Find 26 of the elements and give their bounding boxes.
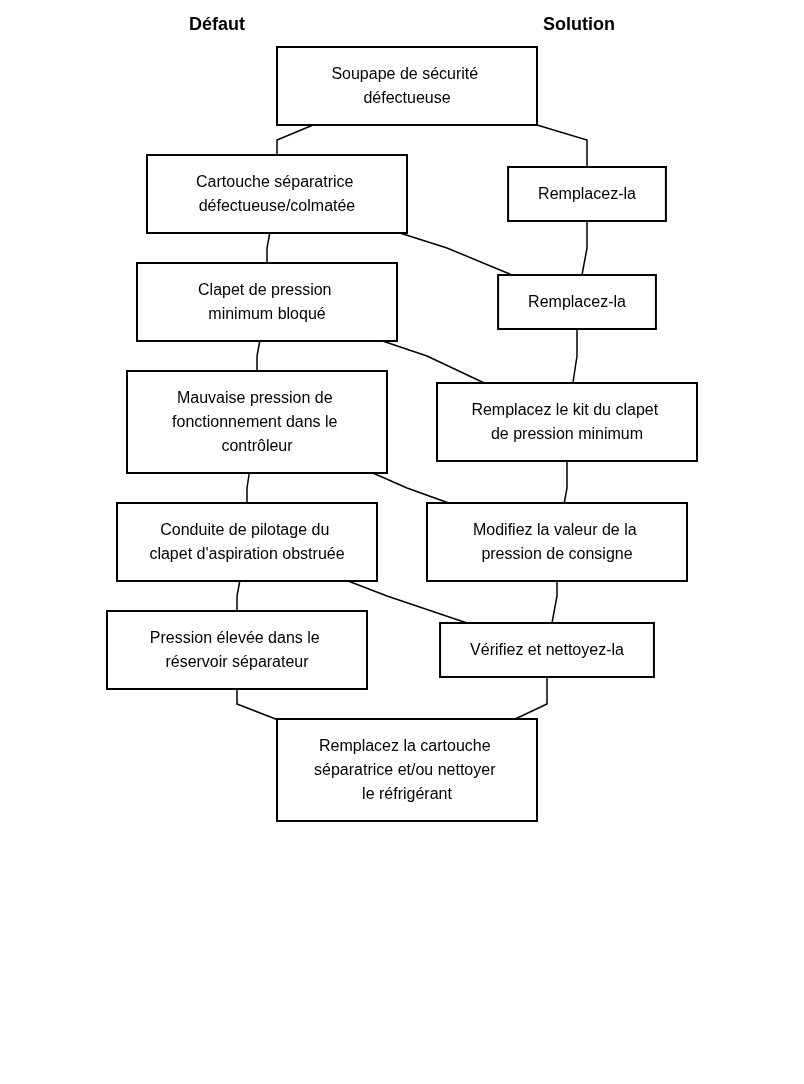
column-heading: Défaut — [189, 14, 245, 35]
node-box: Mauvaise pression de fonctionnement dans le contrôleur — [126, 370, 388, 474]
node-box: Vérifiez et nettoyez-la — [439, 622, 655, 678]
node-box: Cartouche séparatrice défectueuse/colmatée — [146, 154, 408, 234]
node-box: Clapet de pression minimum bloqué — [136, 262, 398, 342]
connector — [372, 472, 450, 504]
node-box: Remplacez le kit du clapet de pression minimum — [436, 382, 698, 462]
node-box: Pression élevée dans le réservoir séparateur — [106, 610, 368, 690]
connector — [581, 220, 588, 276]
connector — [536, 124, 588, 168]
connector — [551, 580, 558, 624]
connector — [276, 124, 314, 156]
connector — [236, 580, 241, 612]
node-box: Modifiez la valeur de la pression de consigne — [426, 502, 688, 582]
node-box: Remplacez-la — [507, 166, 667, 222]
connector — [236, 688, 278, 721]
connector — [563, 460, 568, 504]
node-box: Soupape de sécurité défectueuse — [276, 46, 538, 126]
node-box: Conduite de pilotage du clapet d'aspiration obstruée — [116, 502, 378, 582]
connector — [266, 232, 271, 264]
connector — [256, 340, 261, 372]
node-box: Remplacez la cartouche séparatrice et/ou nettoyer le réfrigérant — [276, 718, 538, 822]
connector — [246, 472, 250, 504]
connector — [572, 328, 578, 384]
column-heading: Solution — [543, 14, 615, 35]
node-box: Remplacez-la — [497, 274, 657, 330]
